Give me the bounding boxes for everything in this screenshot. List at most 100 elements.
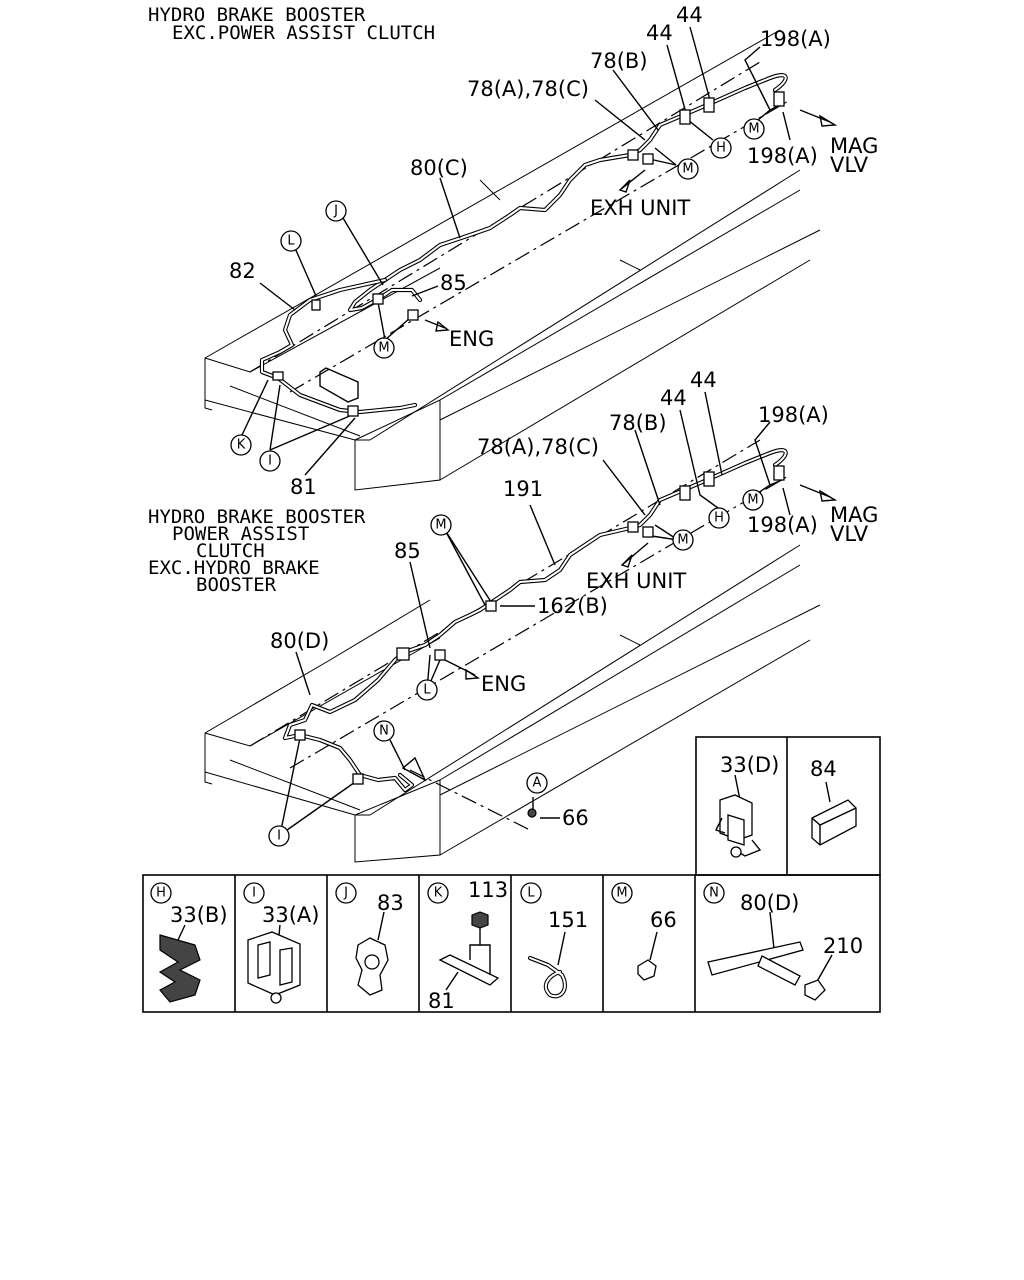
panel-part-number: 33(B) <box>170 903 228 927</box>
label-78b: 78(B) <box>590 49 648 73</box>
callout-h: H <box>708 507 730 529</box>
panel-m: M 66 <box>611 882 677 981</box>
svg-text:J: J <box>333 204 338 219</box>
panel-part-number: 33(D) <box>720 753 779 777</box>
svg-text:M: M <box>748 122 759 137</box>
callout-m: M <box>742 489 764 511</box>
panel-part-number: 113 <box>468 878 508 902</box>
callout-m: M <box>611 882 633 904</box>
panel-part-number: 151 <box>548 908 588 932</box>
svg-text:L: L <box>527 886 535 901</box>
label-exh-unit: EXH UNIT <box>586 569 686 593</box>
top-clips <box>272 91 785 417</box>
callout-k: K <box>427 882 449 904</box>
svg-text:L: L <box>287 234 295 249</box>
label-vlv: VLV <box>830 522 869 546</box>
panel-n: N 80(D) 210 <box>703 882 863 1001</box>
panel-part-number: 83 <box>377 891 404 915</box>
label-191: 191 <box>503 477 543 501</box>
callout-n: N <box>373 720 395 742</box>
label-44: 44 <box>646 21 673 45</box>
svg-text:L: L <box>423 683 431 698</box>
label-vlv: VLV <box>830 153 869 177</box>
bottom-title-line2: POWER ASSIST <box>172 523 309 545</box>
svg-text:K: K <box>237 438 246 453</box>
callout-i: I <box>259 450 281 472</box>
panel-part-number: 33(A) <box>262 903 319 927</box>
svg-text:M: M <box>677 533 688 548</box>
svg-text:M: M <box>378 341 389 356</box>
top-title-line1: HYDRO BRAKE BOOSTER <box>148 4 366 26</box>
svg-text:M: M <box>747 493 758 508</box>
callout-h: H <box>150 882 172 904</box>
label-82: 82 <box>229 259 256 283</box>
callout-m: M <box>677 158 699 180</box>
svg-text:M: M <box>616 886 627 901</box>
svg-text:K: K <box>434 886 443 901</box>
svg-text:H: H <box>156 886 166 901</box>
label-78b: 78(B) <box>609 411 667 435</box>
panel-33d: 33(D) <box>715 753 779 858</box>
label-198a: 198(A) <box>760 27 831 51</box>
label-44: 44 <box>690 368 717 392</box>
bottom-title-line3: CLUTCH <box>196 540 265 562</box>
bottom-frame-rail <box>204 439 821 863</box>
callout-m: M <box>373 337 395 359</box>
panel-l: L 151 <box>520 882 588 999</box>
panel-part-number: 80(D) <box>740 891 799 915</box>
callout-i: I <box>268 825 290 847</box>
top-brake-pipe <box>259 73 788 415</box>
svg-text:A: A <box>533 776 542 791</box>
label-85: 85 <box>394 539 421 563</box>
bottom-diagram: HYDRO BRAKE BOOSTER POWER ASSIST CLUTCH … <box>148 368 878 863</box>
bottom-title-line4: EXC.HYDRO BRAKE <box>148 557 320 579</box>
callout-l: L <box>520 882 542 904</box>
label-eng: ENG <box>449 327 494 351</box>
label-198a: 198(A) <box>747 513 818 537</box>
callout-a: A <box>526 772 548 794</box>
panel-84: 84 <box>810 757 857 846</box>
top-labels: 44 44 198(A) 78(B) 78(A),78(C) 198(A) MA… <box>229 3 878 499</box>
svg-text:H: H <box>716 141 726 156</box>
label-exh-unit: EXH UNIT <box>590 196 690 220</box>
bottom-callouts: H M M M L N A I <box>268 489 764 847</box>
panel-h: H 33(B) <box>150 882 228 1003</box>
bottom-brake-pipe <box>282 448 788 793</box>
label-80d: 80(D) <box>270 629 329 653</box>
callout-j: J <box>325 200 347 222</box>
svg-text:I: I <box>252 886 256 901</box>
top-callouts: H M M J L M K I <box>230 118 765 472</box>
label-eng: ENG <box>481 672 526 696</box>
label-80c: 80(C) <box>410 156 468 180</box>
panel-part-number: 66 <box>650 908 677 932</box>
top-leader-lines <box>241 26 838 476</box>
label-198a: 198(A) <box>758 403 829 427</box>
callout-m: M <box>743 118 765 140</box>
label-78a-78c: 78(A),78(C) <box>467 77 589 101</box>
callout-m: M <box>430 514 452 536</box>
svg-text:M: M <box>682 162 693 177</box>
svg-text:I: I <box>268 454 272 469</box>
label-85: 85 <box>440 271 467 295</box>
label-44: 44 <box>660 386 687 410</box>
svg-text:N: N <box>379 724 389 739</box>
bottom-title-line1: HYDRO BRAKE BOOSTER <box>148 506 366 528</box>
bottom-clips <box>294 465 785 818</box>
callout-j: J <box>335 882 357 904</box>
label-mag: MAG <box>830 503 878 527</box>
callout-m: M <box>672 529 694 551</box>
bottom-labels: 44 44 198(A) 78(B) 78(A),78(C) 191 198(A… <box>270 368 878 830</box>
callout-l: L <box>280 230 302 252</box>
label-44: 44 <box>676 3 703 27</box>
label-78a-78c: 78(A),78(C) <box>477 435 599 459</box>
panel-part-number: 210 <box>823 934 863 958</box>
top-title-line2: EXC.POWER ASSIST CLUTCH <box>172 22 435 44</box>
panel-part-number: 81 <box>428 989 455 1013</box>
callout-l: L <box>416 679 438 701</box>
callout-n: N <box>703 882 725 904</box>
svg-text:J: J <box>343 886 348 901</box>
panel-k: K 113 81 <box>427 878 508 1013</box>
callout-i: I <box>243 882 265 904</box>
callout-k: K <box>230 434 252 456</box>
label-198a: 198(A) <box>747 144 818 168</box>
